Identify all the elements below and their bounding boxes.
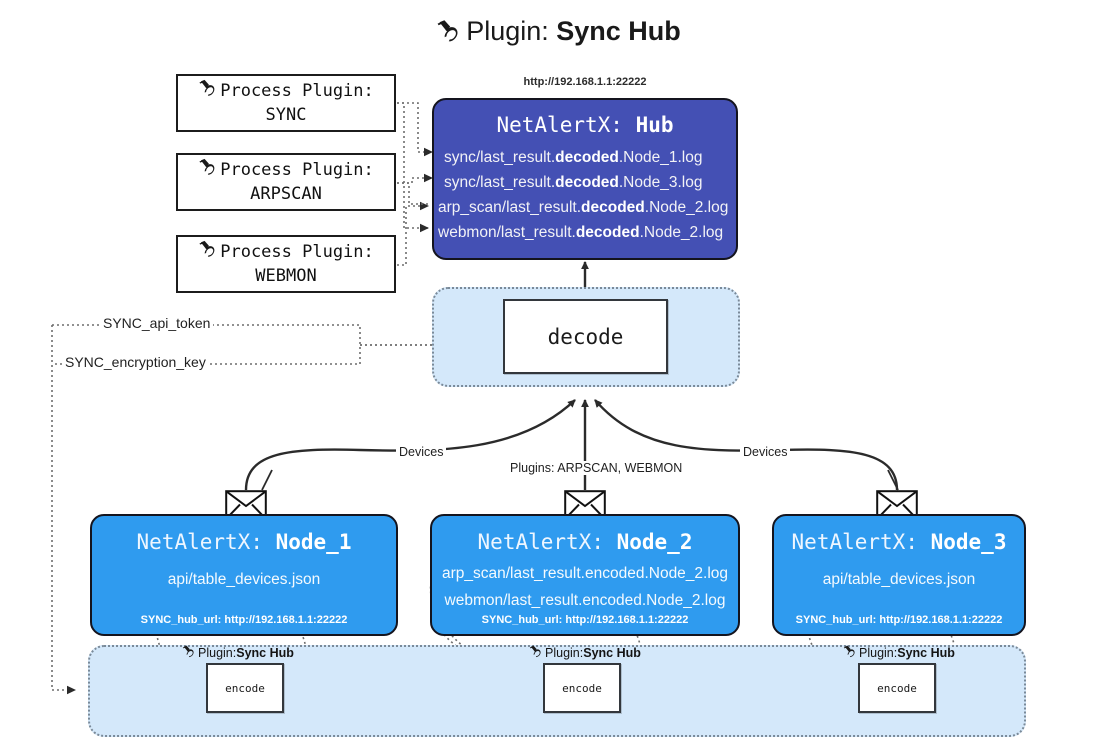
node-line-list: arp_scan/last_result.encoded.Node_2.log … — [432, 560, 738, 614]
hub-log-line: sync/last_result.decoded.Node_3.log — [444, 174, 703, 191]
node-line-list: api/table_devices.json — [92, 566, 396, 593]
process-plugin-box-webmon[interactable]: Process Plugin: WEBMON — [176, 235, 396, 293]
plug-icon — [436, 19, 462, 50]
node-title: NetAlertX: Node_3 — [791, 530, 1007, 554]
plug-icon — [843, 645, 857, 661]
plugin-caption-encoder-3: Plugin: Sync Hub — [843, 645, 955, 661]
node-box-node-1[interactable]: NetAlertX: Node_1 api/table_devices.json… — [90, 514, 398, 636]
title-name: Sync Hub — [556, 16, 681, 46]
encode-box-node-1[interactable]: encode — [206, 663, 284, 713]
node-hub-url: SYNC_hub_url: http://192.168.1.1:22222 — [481, 614, 689, 626]
hub-title: NetAlertX: Hub — [496, 113, 674, 137]
hub-log-line: sync/last_result.decoded.Node_1.log — [444, 149, 703, 166]
hub-node[interactable]: NetAlertX: Hub sync/last_result.decoded.… — [432, 98, 738, 260]
page-title: Plugin: Sync Hub — [0, 16, 1117, 50]
node-box-node-2[interactable]: NetAlertX: Node_2 arp_scan/last_result.e… — [430, 514, 740, 636]
encode-box-node-3[interactable]: encode — [858, 663, 936, 713]
plug-icon — [182, 645, 196, 661]
plugin-caption-name: Sync Hub — [236, 646, 294, 660]
plug-icon — [198, 79, 218, 104]
plugin-caption-name: Sync Hub — [897, 646, 955, 660]
encode-box-node-2[interactable]: encode — [543, 663, 621, 713]
node-hub-url: SYNC_hub_url: http://192.168.1.1:22222 — [795, 614, 1003, 626]
node-line: webmon/last_result.encoded.Node_2.log — [444, 592, 726, 609]
process-plugin-name: WEBMON — [255, 266, 317, 286]
node-line: arp_scan/last_result.encoded.Node_2.log — [441, 565, 729, 582]
process-plugin-label: Process Plugin: — [220, 242, 374, 263]
node-line: api/table_devices.json — [822, 571, 976, 588]
process-plugin-box-arpscan[interactable]: Process Plugin: ARPSCAN — [176, 153, 396, 211]
node-title: NetAlertX: Node_1 — [136, 530, 352, 554]
process-plugin-label: Process Plugin: — [220, 160, 374, 181]
process-plugin-name: ARPSCAN — [250, 184, 322, 204]
plug-icon — [198, 240, 218, 265]
edge-label-devices-right: Devices — [740, 445, 791, 459]
param-label-encryption-key: SYNC_encryption_key — [62, 354, 209, 370]
process-plugin-label: Process Plugin: — [220, 81, 374, 102]
param-label-api-token: SYNC_api_token — [100, 315, 214, 331]
hub-log-line: arp_scan/last_result.decoded.Node_2.log — [438, 199, 729, 216]
title-prefix: Plugin: — [466, 16, 557, 46]
plugin-caption-prefix: Plugin: — [198, 646, 237, 660]
plugin-caption-encoder-1: Plugin: Sync Hub — [182, 645, 294, 661]
plugin-caption-encoder-2: Plugin: Sync Hub — [529, 645, 641, 661]
process-plugin-name: SYNC — [265, 105, 307, 125]
node-box-node-3[interactable]: NetAlertX: Node_3 api/table_devices.json… — [772, 514, 1026, 636]
decode-box[interactable]: decode — [503, 299, 668, 374]
plug-icon — [198, 158, 218, 183]
plugin-caption-prefix: Plugin: — [545, 646, 584, 660]
plug-icon — [529, 645, 543, 661]
node-title: NetAlertX: Node_2 — [477, 530, 693, 554]
plugin-caption-name: Sync Hub — [583, 646, 641, 660]
hub-log-list: sync/last_result.decoded.Node_1.log sync… — [434, 145, 736, 245]
edge-label-plugins: Plugins: ARPSCAN, WEBMON — [507, 461, 686, 475]
node-line-list: api/table_devices.json — [774, 566, 1024, 593]
node-line: api/table_devices.json — [167, 571, 321, 588]
hub-log-line: webmon/last_result.decoded.Node_2.log — [438, 224, 724, 241]
process-plugin-box-sync[interactable]: Process Plugin: SYNC — [176, 74, 396, 132]
hub-endpoint-url: http://192.168.1.1:22222 — [523, 76, 647, 88]
node-hub-url: SYNC_hub_url: http://192.168.1.1:22222 — [140, 614, 348, 626]
plugin-caption-prefix: Plugin: — [859, 646, 898, 660]
edge-label-devices-left: Devices — [396, 445, 447, 459]
